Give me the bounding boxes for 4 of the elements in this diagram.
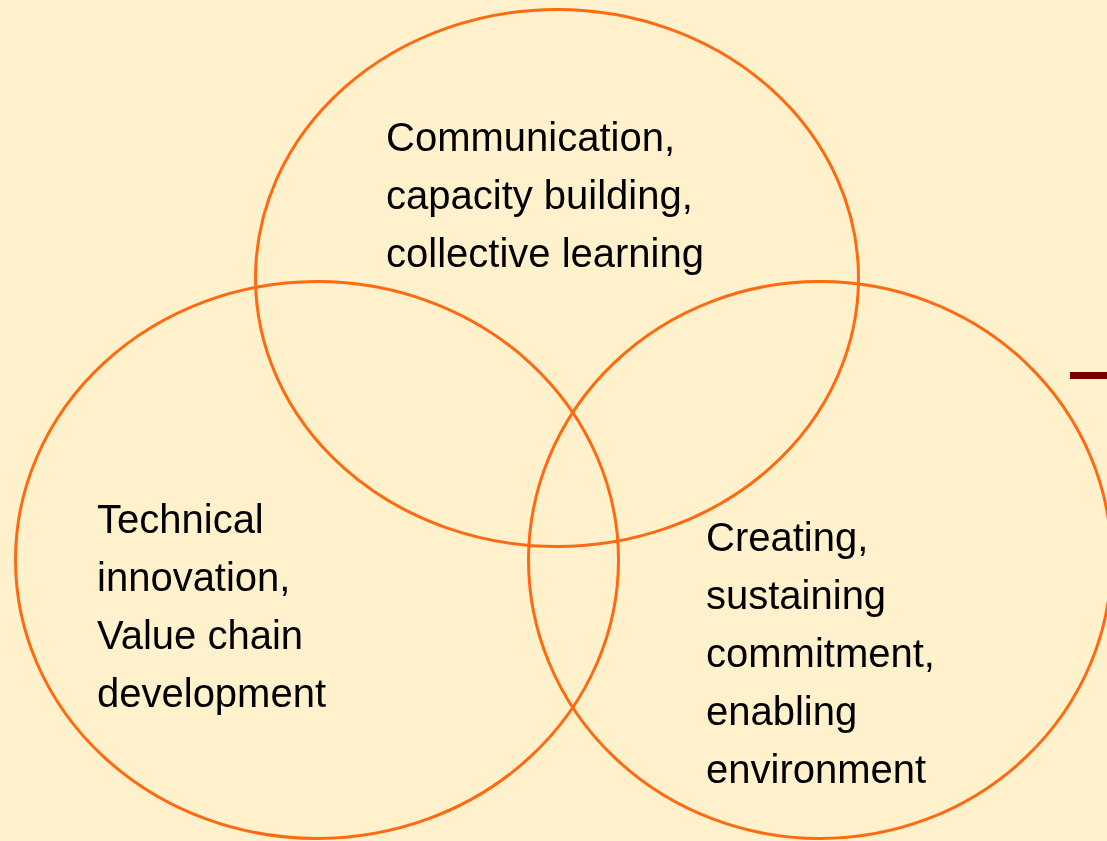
- circle-label: Creating, sustaining commitment, enabling environment: [706, 514, 936, 793]
- circle-label: Technical innovation, Value chain development: [97, 496, 328, 717]
- venn-ellipse: [14, 280, 620, 840]
- circle-label: Communication, capacity building, collective learning: [386, 114, 705, 277]
